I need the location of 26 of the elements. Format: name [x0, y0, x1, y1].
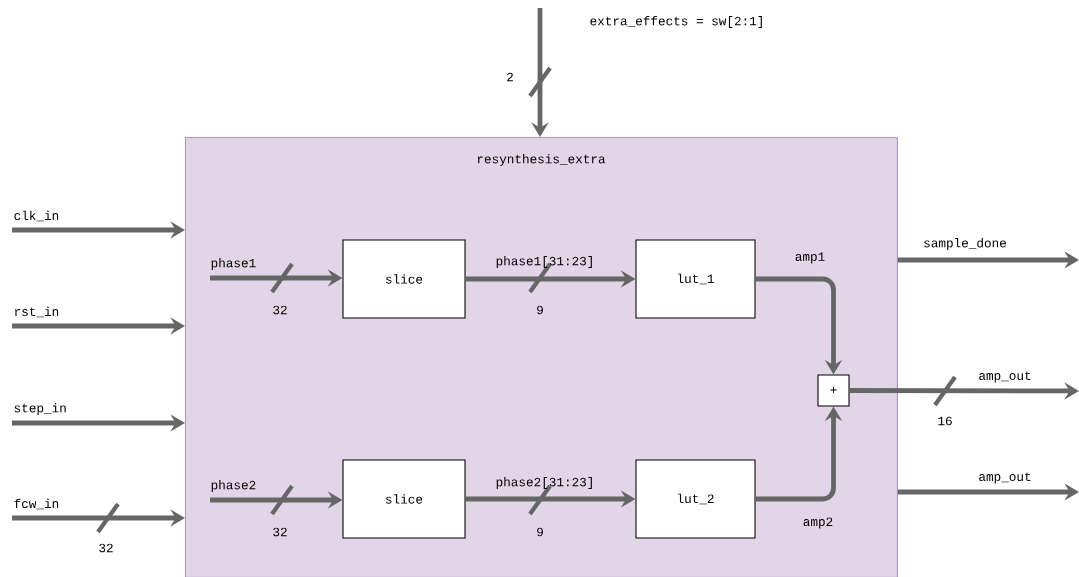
signal-label: rst_in [15, 306, 59, 318]
bus-width-label: 32 [273, 527, 287, 537]
signal-label: amp1 [795, 252, 825, 264]
block-box: slice [342, 459, 466, 539]
signal-label: phase1 [211, 258, 256, 270]
signal-label: fcw_in [14, 498, 59, 510]
signal-label: amp2 [803, 517, 833, 529]
signal-label: phase2[31:23] [496, 477, 592, 489]
block-box: lut_2 [635, 459, 756, 539]
signal-label: sample_done [924, 238, 1006, 250]
bus-width-label: 16 [938, 416, 952, 426]
bus-width-label: 9 [537, 305, 543, 315]
signal-label: step_in [14, 403, 66, 415]
signal-label: clk_in [14, 210, 59, 222]
signal-label: amp_out [979, 371, 1031, 383]
signal-label: phase2 [211, 480, 256, 492]
signal-label: amp_out [979, 472, 1031, 484]
bus-width-label: 9 [537, 527, 543, 537]
block-box: slice [342, 239, 466, 319]
signal-label: phase1[31:23] [496, 256, 592, 268]
block-box: lut_1 [635, 239, 756, 319]
adder-box: + [817, 374, 850, 407]
bus-width-label: 32 [273, 305, 287, 315]
bus-width-label: 32 [99, 543, 113, 553]
signal-label: extra_effects = sw[2:1] [590, 16, 762, 28]
bus-width-label: 2 [507, 72, 513, 82]
